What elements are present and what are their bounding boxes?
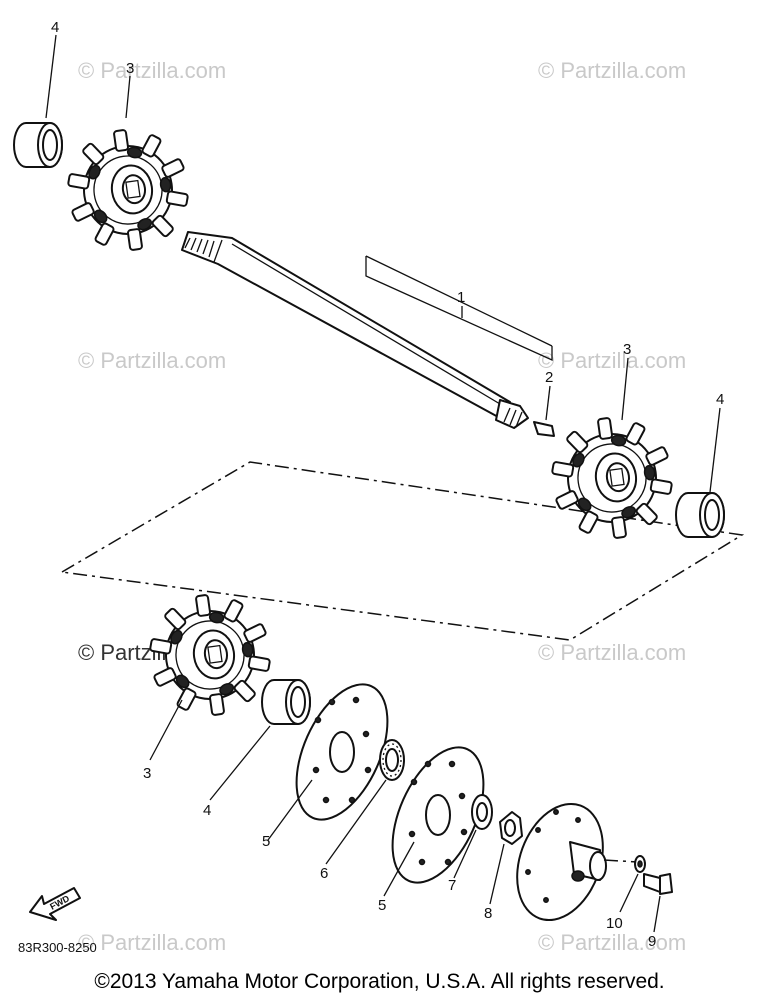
callout-3: 3 (623, 341, 631, 358)
bearing-ring-part-4 (261, 679, 311, 725)
copyright-notice: ©2013 Yamaha Motor Corporation, U.S.A. A… (94, 970, 665, 993)
sprocket-part-3 (544, 409, 680, 547)
callout-9: 9 (648, 933, 656, 950)
drive-shaft-part-1 (181, 231, 529, 429)
nut-part-8 (499, 811, 523, 845)
washer-part-10 (634, 855, 646, 873)
callout-2: 2 (545, 369, 553, 386)
callout-8: 8 (484, 905, 492, 922)
key-part-2 (533, 385, 555, 437)
forward-arrow-icon: FWD (29, 887, 81, 921)
callout-3: 3 (126, 60, 134, 77)
leader-line (365, 256, 553, 362)
leader-line (365, 255, 553, 347)
washer-part-7 (471, 794, 493, 830)
watermark: © Partzilla.com (538, 348, 686, 373)
callout-4: 4 (51, 19, 59, 36)
sprocket-part-3 (60, 121, 196, 259)
watermark: © Partzilla.com (538, 58, 686, 83)
bearing-ring-part-4 (13, 122, 63, 168)
callout-7: 7 (448, 877, 456, 894)
flange-plate-part-5 (295, 683, 389, 821)
watermark: © Partzilla.com (78, 930, 226, 955)
callout-4: 4 (203, 802, 211, 819)
callout-10: 10 (606, 915, 623, 932)
bearing-part-6 (379, 739, 405, 781)
callout-6: 6 (320, 865, 328, 882)
leader-lines (45, 34, 721, 933)
assembly-outline (603, 859, 639, 863)
watermark: © Partzilla.com (78, 58, 226, 83)
bearing-ring-part-4 (675, 492, 725, 538)
callout-3: 3 (143, 765, 151, 782)
assembly-outline (59, 461, 745, 641)
bolt-part-9 (643, 873, 673, 895)
callout-4: 4 (716, 391, 724, 408)
callout-5: 5 (378, 897, 386, 914)
callout-1: 1 (457, 289, 465, 306)
watermark: © Partzilla.com (538, 930, 686, 955)
diagram-code: 83R300-8250 (18, 940, 97, 955)
watermark: © Partzilla.com (78, 348, 226, 373)
watermark: © Partzilla.com (538, 640, 686, 665)
flange-plate-part-5 (391, 746, 485, 884)
callout-5: 5 (262, 833, 270, 850)
hub (516, 802, 607, 922)
